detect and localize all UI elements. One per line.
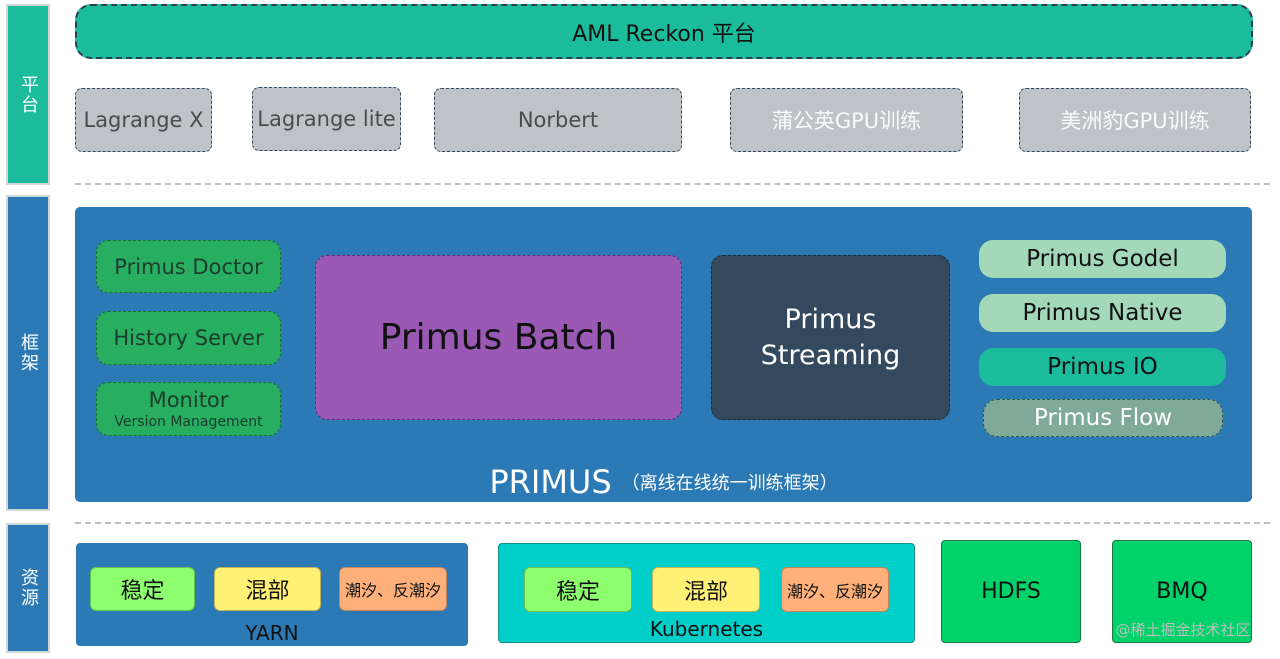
primus-streaming: Primus Streaming — [711, 255, 950, 420]
primus-title-subtitle: （离线在线统一训练框架） — [621, 473, 838, 494]
layer-label-framework-text: 框架 — [18, 333, 39, 373]
aml-reckon-platform: AML Reckon 平台 — [75, 4, 1253, 59]
primus-io: Primus IO — [979, 348, 1226, 386]
primus-godel: Primus Godel — [979, 240, 1226, 278]
platform-item-dandelion-gpu: 蒲公英GPU训练 — [730, 88, 963, 152]
platform-item-jaguar-gpu: 美洲豹GPU训练 — [1019, 88, 1251, 152]
primus-streaming-line2: Streaming — [760, 339, 901, 371]
primus-doctor: Primus Doctor — [96, 240, 281, 293]
kubernetes-chip-colocation: 混部 — [652, 567, 760, 612]
yarn-chip-stable: 稳定 — [90, 567, 195, 611]
bmq-box: BMQ — [1112, 540, 1252, 643]
layer-label-resource: 资源 — [6, 523, 50, 653]
primus-native: Primus Native — [979, 294, 1226, 332]
platform-item-lagrange-x: Lagrange X — [75, 88, 212, 152]
hdfs-box: HDFS — [941, 540, 1081, 643]
monitor-label: Monitor — [148, 388, 229, 412]
history-server: History Server — [96, 311, 281, 365]
kubernetes-chip-tidal: 潮汐、反潮汐 — [781, 567, 889, 612]
version-management-label: Version Management — [114, 414, 263, 430]
primus-streaming-line1: Primus — [784, 303, 877, 335]
divider-platform-framework — [75, 183, 1270, 185]
divider-framework-resource — [75, 522, 1270, 524]
monitor-box: Monitor Version Management — [96, 382, 281, 436]
yarn-chip-colocation: 混部 — [214, 567, 321, 611]
platform-item-norbert: Norbert — [434, 88, 682, 152]
platform-item-lagrange-lite: Lagrange lite — [252, 87, 401, 151]
yarn-chip-tidal: 潮汐、反潮汐 — [339, 567, 447, 611]
yarn-label: YARN — [245, 621, 299, 645]
primus-batch: Primus Batch — [315, 255, 682, 420]
kubernetes-label: Kubernetes — [649, 617, 764, 641]
layer-label-platform: 平台 — [6, 4, 50, 185]
kubernetes-chip-stable: 稳定 — [524, 567, 632, 612]
layer-label-framework: 框架 — [6, 195, 50, 511]
primus-flow: Primus Flow — [983, 399, 1223, 437]
layer-label-resource-text: 资源 — [18, 568, 39, 608]
layer-label-platform-text: 平台 — [18, 74, 39, 115]
primus-title: PRIMUS （离线在线统一训练框架） — [75, 462, 1252, 502]
primus-title-main: PRIMUS — [489, 463, 612, 501]
watermark: @稀土掘金技术社区 — [1115, 620, 1251, 639]
